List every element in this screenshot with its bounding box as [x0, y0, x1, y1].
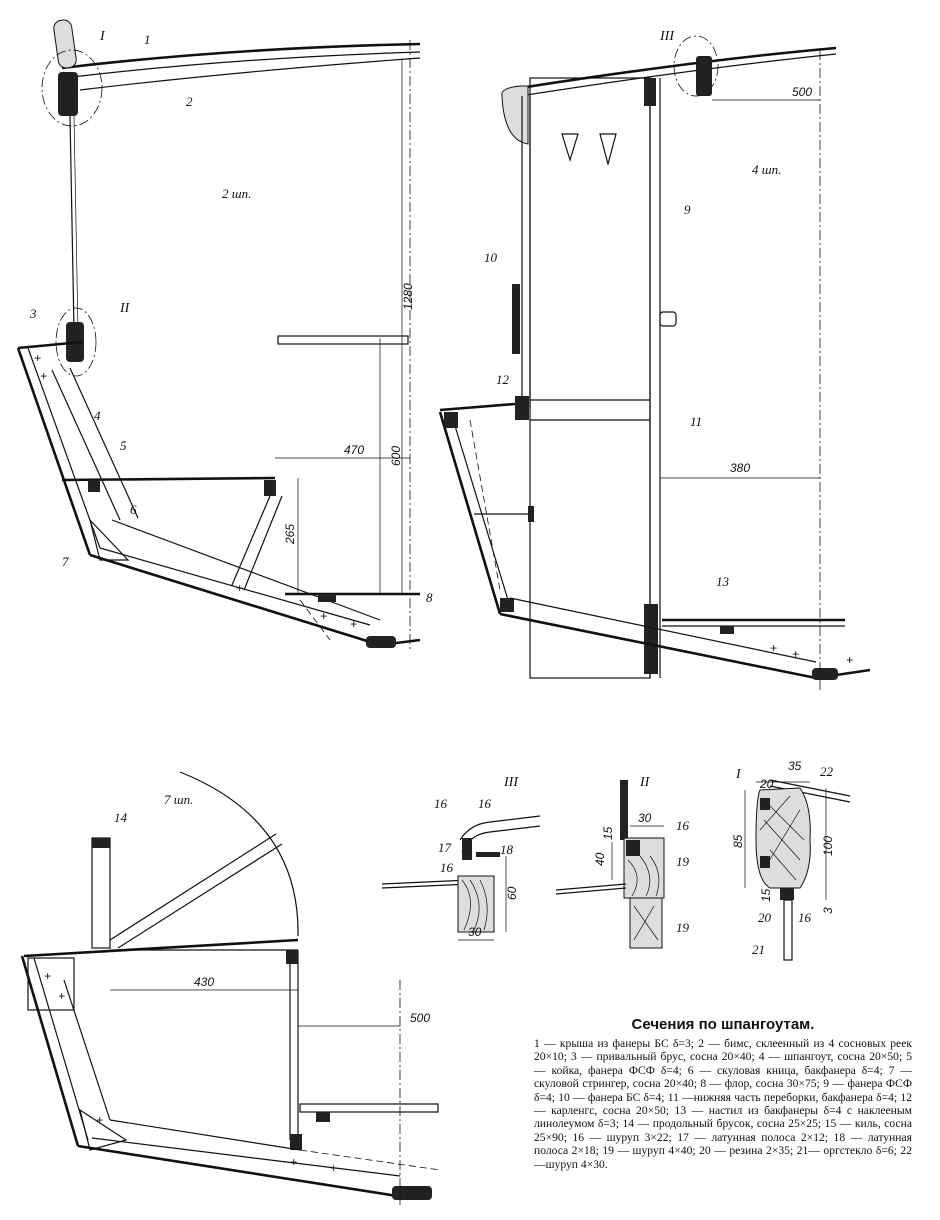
dim-500-frame4: 500 [792, 85, 812, 99]
dim-15: 15 [601, 826, 615, 840]
dim-1280: 1280 [401, 283, 415, 310]
part-label-21: 21 [752, 942, 765, 957]
svg-text:+: + [40, 369, 47, 383]
detail-label-I-detail: I [735, 767, 742, 782]
part-label-20: 20 [758, 910, 772, 925]
svg-text:+: + [320, 609, 327, 623]
dim-35: 35 [788, 759, 802, 773]
detail-II [555, 780, 665, 949]
frame-4-section: + + + [438, 35, 871, 690]
part-label-17: 17 [438, 840, 452, 855]
part-label-2: 2 [186, 94, 193, 109]
part-label-9: 9 [684, 202, 691, 217]
dim-15-I: 15 [759, 888, 773, 902]
caption-body: 1 — крыша из фанеры БС δ=3; 2 — бимс, ск… [534, 1037, 912, 1171]
svg-text:+: + [330, 1161, 337, 1175]
dim-500-frame7: 500 [410, 1011, 430, 1025]
dim-30-III: 30 [468, 925, 482, 939]
svg-text:+: + [792, 647, 799, 661]
detail-label-III-top: III [659, 29, 675, 44]
part-label-16-II: 16 [676, 818, 690, 833]
part-label-16-a: 16 [434, 796, 448, 811]
part-label-8: 8 [426, 590, 433, 605]
part-label-7: 7 [62, 554, 69, 569]
part-label-12: 12 [496, 372, 510, 387]
detail-I [744, 779, 851, 961]
part-label-13: 13 [716, 574, 730, 589]
part-label-14: 14 [114, 810, 128, 825]
section-label-frame7: 7 шп. [164, 792, 193, 807]
part-label-5: 5 [120, 438, 127, 453]
dim-40: 40 [593, 852, 607, 866]
part-label-16-c: 16 [440, 860, 454, 875]
svg-text:+: + [96, 1113, 103, 1127]
dim-20-I: 20 [759, 777, 774, 791]
part-label-19-b: 19 [676, 920, 690, 935]
dim-380: 380 [730, 461, 750, 475]
dim-60: 60 [505, 886, 519, 900]
detail-label-I: I [99, 29, 106, 44]
part-label-18: 18 [500, 842, 514, 857]
part-label-3: 3 [29, 306, 37, 321]
part-label-22: 22 [820, 764, 834, 779]
dim-265: 265 [283, 524, 297, 545]
detail-label-II-top: II [119, 301, 131, 316]
section-label-frame2: 2 шп. [222, 186, 251, 201]
frame-7-section: + + + + + [20, 771, 441, 1205]
dim-600: 600 [389, 446, 403, 466]
svg-text:+: + [44, 969, 51, 983]
part-label-16-I: 16 [798, 910, 812, 925]
detail-III [381, 815, 541, 941]
part-label-6: 6 [130, 502, 137, 517]
detail-label-II: II [639, 775, 651, 790]
section-label-frame4: 4 шп. [752, 162, 781, 177]
svg-text:+: + [34, 351, 41, 365]
dim-3: 3 [821, 907, 835, 914]
svg-text:+: + [236, 581, 243, 595]
frame-2-section: + + + + + [16, 19, 421, 650]
svg-text:+: + [290, 1155, 297, 1169]
svg-text:+: + [770, 641, 777, 655]
part-label-10: 10 [484, 250, 498, 265]
svg-text:+: + [58, 989, 65, 1003]
svg-text:+: + [846, 653, 853, 667]
dim-100: 100 [821, 836, 835, 856]
part-label-19-a: 19 [676, 854, 690, 869]
dim-430: 430 [194, 975, 214, 989]
part-label-4: 4 [94, 408, 101, 423]
svg-text:+: + [350, 617, 357, 631]
detail-label-III: III [503, 775, 519, 790]
caption-title: Сечения по шпангоутам. [631, 1016, 815, 1033]
dim-85: 85 [731, 834, 745, 848]
part-label-1: 1 [144, 32, 151, 47]
dim-470: 470 [344, 443, 364, 457]
part-label-11: 11 [690, 414, 702, 429]
dim-30-II: 30 [638, 811, 652, 825]
caption: Сечения по шпангоутам. 1 — крыша из фане… [534, 1016, 912, 1171]
part-label-16-b: 16 [478, 796, 492, 811]
